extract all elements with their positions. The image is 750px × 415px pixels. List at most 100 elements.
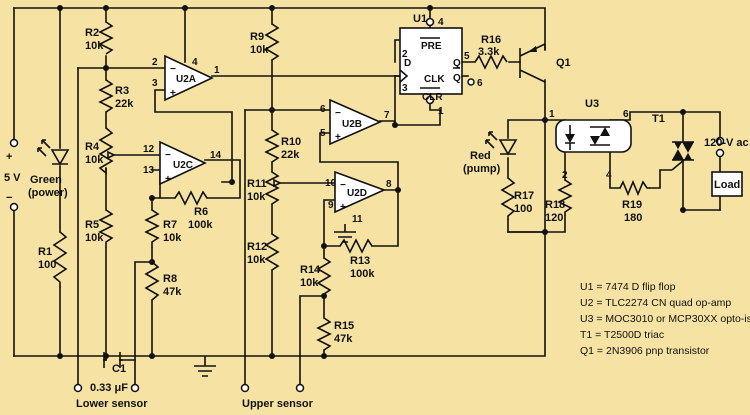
svg-text:2: 2 — [402, 49, 408, 60]
supply-voltage: 5 V — [4, 172, 21, 184]
u2b-label: U2B — [342, 119, 362, 130]
wiring — [13, 7, 721, 386]
svg-text:1: 1 — [438, 106, 444, 117]
svg-text:22k: 22k — [281, 149, 300, 161]
svg-text:R3: R3 — [115, 85, 129, 97]
op-amp-u2a: − + U2A — [164, 54, 214, 102]
red-led-label: Red — [470, 150, 491, 162]
component-labels: R1 100 R2 10k R3 22k R4 10k R5 10k R6 10… — [38, 27, 642, 345]
r5-resistor — [98, 209, 114, 248]
r12-resistor — [264, 233, 280, 271]
svg-text:R18: R18 — [545, 199, 565, 211]
r1-resistor — [52, 231, 68, 288]
red-led-sublabel: (pump) — [463, 163, 501, 175]
op-amp-u2d: − + U2D — [334, 170, 387, 214]
u1-pre: PRE — [421, 41, 442, 52]
r10-resistor — [264, 129, 280, 163]
svg-text:10k: 10k — [163, 232, 182, 244]
svg-text:1: 1 — [549, 109, 555, 120]
resistors — [52, 21, 650, 351]
u1-d: D — [404, 58, 411, 69]
svg-text:100: 100 — [38, 259, 56, 271]
svg-text:−: − — [340, 180, 346, 191]
svg-text:3.3k: 3.3k — [478, 46, 500, 58]
svg-text:10k: 10k — [247, 254, 266, 266]
r17-resistor — [500, 177, 516, 220]
opto-isolator-u3: U3 1 2 4 6 — [549, 98, 632, 181]
u2d-label: U2D — [347, 188, 367, 199]
svg-text:R2: R2 — [85, 27, 99, 39]
sensor-terminals: Lower sensor Upper sensor — [73, 383, 314, 410]
svg-text:R8: R8 — [163, 273, 177, 285]
svg-text:4: 4 — [606, 170, 612, 181]
svg-text:10k: 10k — [300, 277, 319, 289]
u2c-label: U2C — [173, 160, 193, 171]
parts-legend: U1 = 7474 D flip flop U2 = TLC2274 CN qu… — [580, 281, 750, 357]
load-label: Load — [714, 179, 740, 191]
svg-text:22k: 22k — [115, 98, 134, 110]
svg-text:14: 14 — [210, 150, 222, 161]
r4-potentiometer — [98, 127, 114, 175]
svg-text:R19: R19 — [622, 199, 642, 211]
svg-text:R6: R6 — [194, 206, 208, 218]
lower-sensor-label: Lower sensor — [76, 398, 148, 410]
t1-label: T1 — [652, 113, 665, 125]
svg-text:R7: R7 — [163, 219, 177, 231]
r7-resistor — [144, 209, 160, 248]
svg-text:10k: 10k — [85, 154, 104, 166]
svg-text:10k: 10k — [85, 232, 104, 244]
legend-line-q1: Q1 = 2N3906 pnp transistor — [580, 345, 710, 357]
capacitor-c1: C1 0.33 μF — [90, 352, 128, 394]
svg-text:+: + — [170, 88, 176, 99]
r8-resistor — [144, 261, 160, 301]
svg-text:100k: 100k — [188, 219, 213, 231]
u3-label: U3 — [585, 98, 599, 110]
r13-resistor — [339, 238, 373, 254]
svg-text:3: 3 — [152, 78, 158, 89]
r18-resistor — [557, 179, 573, 216]
svg-text:7: 7 — [384, 110, 390, 121]
transistor-q1: Q1 — [519, 43, 571, 83]
svg-text:6: 6 — [477, 78, 483, 89]
r3-resistor — [98, 79, 114, 113]
svg-text:R15: R15 — [334, 320, 354, 332]
svg-text:R12: R12 — [247, 241, 267, 253]
svg-text:−: − — [170, 64, 176, 75]
svg-text:9: 9 — [328, 200, 334, 211]
svg-text:1: 1 — [214, 65, 220, 76]
svg-text:R10: R10 — [281, 136, 301, 148]
svg-text:5: 5 — [320, 128, 326, 139]
green-led-sublabel: (power) — [28, 187, 68, 199]
svg-text:R11: R11 — [247, 178, 267, 190]
r14-resistor — [316, 257, 332, 295]
svg-text:2: 2 — [152, 57, 158, 68]
svg-text:100k: 100k — [350, 268, 375, 280]
svg-text:6: 6 — [320, 104, 326, 115]
red-led: Red (pump) — [463, 131, 518, 175]
svg-text:R9: R9 — [250, 31, 264, 43]
green-led-label: Green — [30, 174, 62, 186]
op-amp-u2c: − + U2C — [159, 140, 207, 186]
svg-text:6: 6 — [623, 109, 629, 120]
svg-text:R16: R16 — [481, 34, 501, 46]
legend-line-u3: U3 = MOC3010 or MCP30XX opto-isolator — [580, 313, 750, 325]
svg-text:−: − — [335, 108, 341, 119]
svg-text:120: 120 — [545, 212, 563, 224]
u1-label: U1 — [413, 13, 427, 25]
svg-text:11: 11 — [352, 214, 363, 225]
r19-resistor — [619, 179, 650, 197]
r11-potentiometer — [264, 171, 280, 205]
supply-plus: + — [6, 151, 12, 163]
legend-line-u2: U2 = TLC2274 CN quad op-amp — [580, 297, 731, 309]
triac-t1: T1 — [652, 113, 694, 171]
u1-q: Q — [453, 58, 461, 69]
green-led: Green (power) — [28, 139, 70, 199]
svg-text:+: + — [340, 202, 346, 213]
r15-resistor — [316, 317, 332, 351]
c1-label: C1 — [112, 363, 126, 375]
svg-text:13: 13 — [143, 165, 155, 176]
svg-text:4: 4 — [192, 57, 198, 68]
svg-text:R4: R4 — [85, 141, 100, 153]
upper-sensor-label: Upper sensor — [242, 398, 314, 410]
